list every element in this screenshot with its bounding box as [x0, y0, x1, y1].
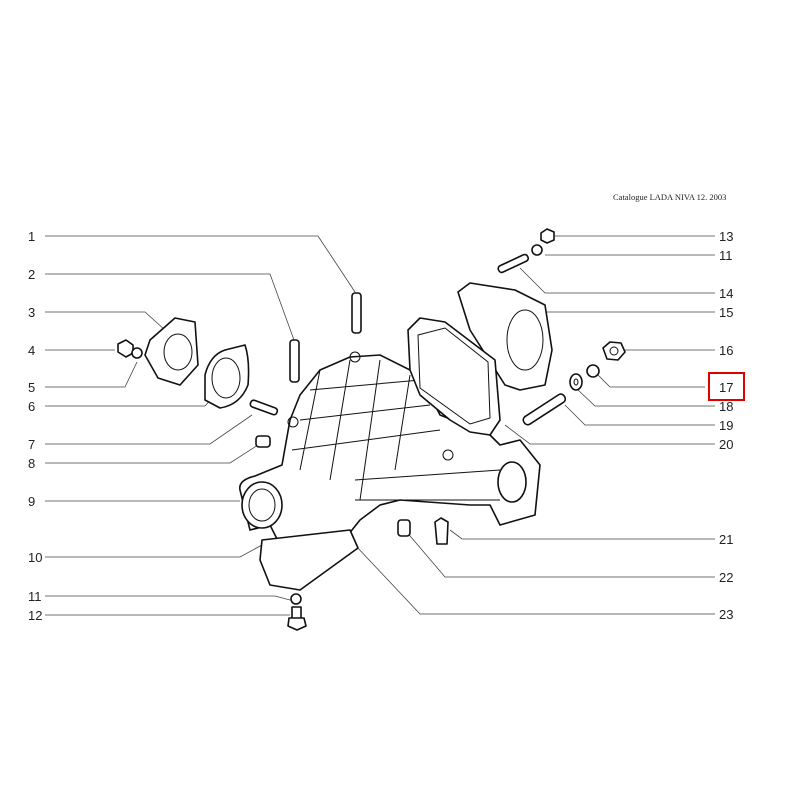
callout-8: 8 [28, 456, 35, 471]
callout-6: 6 [28, 399, 35, 414]
callout-10: 10 [28, 550, 42, 565]
callout-19: 19 [719, 418, 733, 433]
callout-12: 12 [28, 608, 42, 623]
part-bolt-12 [287, 606, 307, 631]
part-nut-16 [602, 341, 626, 361]
callout-4: 4 [28, 343, 35, 358]
callout-3: 3 [28, 305, 35, 320]
callout-7: 7 [28, 437, 35, 452]
part-fitting-21 [434, 517, 449, 545]
part-stud-1 [351, 292, 362, 334]
part-stud-2 [289, 339, 300, 383]
callout-21: 21 [719, 532, 733, 547]
callout-14: 14 [719, 286, 733, 301]
part-nut-4 [117, 339, 134, 358]
callout-5: 5 [28, 380, 35, 395]
callout-11: 11 [28, 589, 42, 604]
callout-2: 2 [28, 267, 35, 282]
leader-lines [45, 235, 715, 616]
callouts-left: 1 2 3 4 5 6 7 8 9 10 11 12 [28, 229, 42, 623]
part-stud-19 [522, 393, 567, 426]
callout-16: 16 [719, 343, 733, 358]
highlight-box-17[interactable] [708, 372, 745, 401]
part-stud-7 [249, 399, 279, 416]
part-washer-18 [569, 373, 583, 391]
callout-15: 15 [719, 305, 733, 320]
part-washer-11 [290, 593, 302, 605]
callout-22: 22 [719, 570, 733, 585]
callout-11-right: 11 [719, 248, 733, 263]
part-plug-22 [397, 519, 411, 537]
part-nut-13 [540, 228, 555, 244]
callout-13: 13 [719, 229, 733, 244]
callout-9: 9 [28, 494, 35, 509]
callout-23: 23 [719, 607, 733, 622]
part-lock-washer-17 [586, 364, 600, 378]
catalogue-header: Catalogue LADA NIVA 12. 2003 [613, 192, 727, 202]
part-stud-14 [497, 253, 530, 274]
part-washer-11-right [531, 244, 543, 256]
callout-18: 18 [719, 399, 733, 414]
part-gasket-20 [407, 317, 501, 436]
part-plug-8 [255, 435, 271, 448]
part-housing-9 [238, 351, 541, 556]
part-gasket-10 [259, 529, 359, 591]
callout-17[interactable]: 17 [719, 380, 733, 395]
part-flange-3 [144, 317, 199, 386]
callout-1: 1 [28, 229, 35, 244]
callout-20: 20 [719, 437, 733, 452]
part-washer-5 [131, 347, 143, 359]
callouts-right: 13 11 14 15 16 17 18 19 20 21 22 23 [719, 229, 733, 622]
part-gasket-6 [204, 344, 250, 409]
